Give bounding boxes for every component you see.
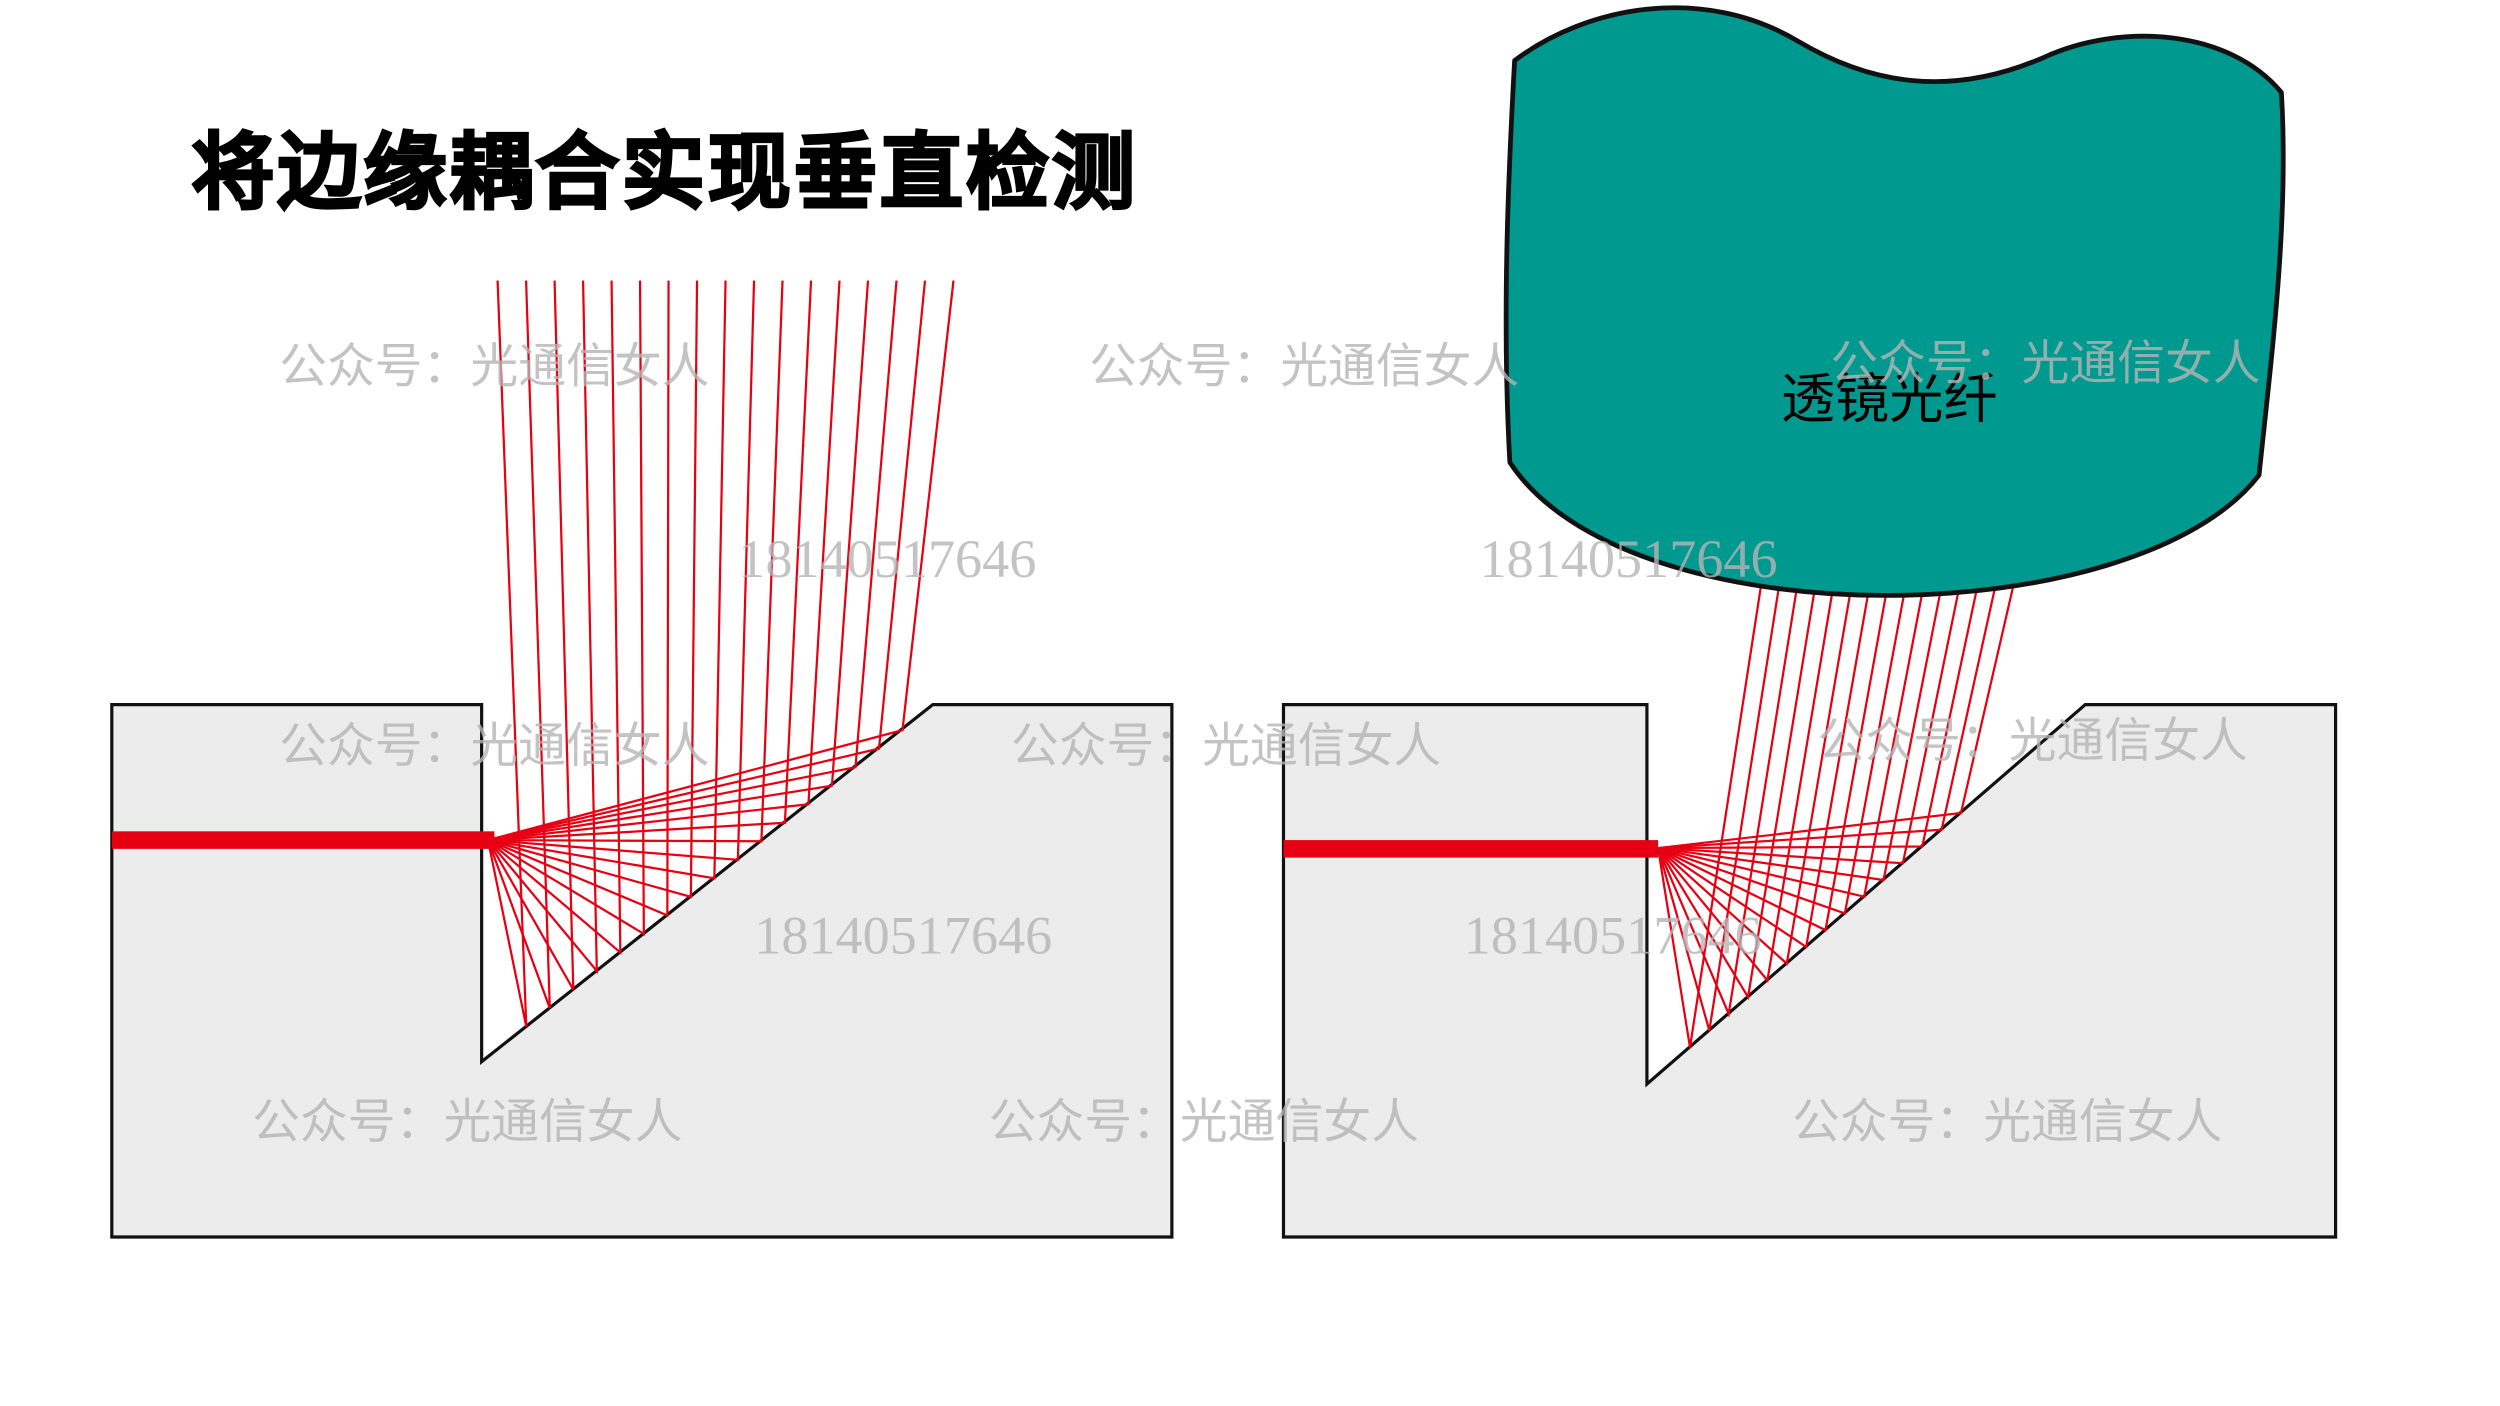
- light-ray: [1657, 549, 1859, 966]
- left-ray-fan: [486, 280, 955, 1027]
- light-ray: [487, 280, 575, 991]
- watermark-account: 公众号：光通信女人: [1011, 720, 1441, 773]
- watermark-account: 公众号：光通信女人: [252, 1096, 682, 1149]
- light-ray: [1656, 549, 1768, 1048]
- light-ray: [1658, 549, 2005, 850]
- light-ray: [1657, 549, 1932, 899]
- light-ray: [487, 280, 699, 899]
- light-ray: [487, 280, 756, 862]
- watermark-account: 公众号：光通信女人: [279, 341, 709, 394]
- light-ray: [1657, 549, 1950, 882]
- light-ray: [487, 280, 927, 842]
- left-figure: [110, 280, 1174, 1239]
- watermark-number: 18140517646: [754, 905, 1052, 965]
- light-ray: [486, 280, 551, 1009]
- light-ray: [1657, 549, 1877, 949]
- watermark-number: 18140517646: [738, 529, 1036, 589]
- light-ray: [1657, 549, 1786, 1031]
- light-ray: [487, 280, 870, 842]
- light-ray: [1657, 549, 1805, 1018]
- watermark-account: 公众号：光通信女人: [1830, 337, 2260, 390]
- watermark-account: 公众号：光通信女人: [1792, 1096, 2222, 1149]
- lensed-fiber-label: 透镜光纤: [1781, 370, 1998, 430]
- watermark-account: 公众号：光通信女人: [989, 1096, 1419, 1149]
- light-ray: [1657, 549, 1914, 915]
- light-ray: [487, 280, 841, 842]
- page-title: 将边缘耦合实现垂直检测: [192, 126, 1139, 219]
- light-ray: [1657, 549, 1896, 932]
- light-ray: [488, 280, 784, 843]
- light-ray: [487, 280, 813, 842]
- watermark-number: 18140517646: [1480, 529, 1778, 589]
- light-ray: [487, 280, 727, 880]
- light-ray: [1657, 549, 1823, 1001]
- light-ray: [487, 280, 622, 955]
- light-ray: [487, 280, 955, 842]
- right-figure: 透镜光纤: [1281, 5, 2338, 1239]
- left-waveguide: [111, 831, 495, 849]
- light-ray: [486, 280, 528, 1027]
- light-ray: [487, 280, 645, 936]
- watermark-layer: 公众号：光通信女人 公众号：光通信女人 公众号：光通信女人 1814051764…: [252, 337, 2260, 1149]
- right-ray-fan: [1656, 549, 2023, 1048]
- light-ray: [1658, 549, 1968, 865]
- watermark-account: 公众号：光通信女人: [1089, 341, 1519, 394]
- watermark-account: 公众号：光通信女人: [1818, 715, 2248, 768]
- light-ray: [1657, 549, 2023, 850]
- right-waveguide: [1283, 840, 1659, 858]
- lensed-fiber-shape: [1503, 5, 2286, 598]
- light-ray: [1658, 549, 1987, 850]
- light-ray: [1657, 549, 1841, 983]
- light-ray: [487, 280, 598, 975]
- watermark-account: 公众号：光通信女人: [279, 720, 709, 773]
- watermark-number: 18140517646: [1464, 905, 1762, 965]
- light-ray: [487, 280, 898, 842]
- right-substrate-shape: [1281, 703, 2338, 1239]
- light-ray: [487, 280, 670, 918]
